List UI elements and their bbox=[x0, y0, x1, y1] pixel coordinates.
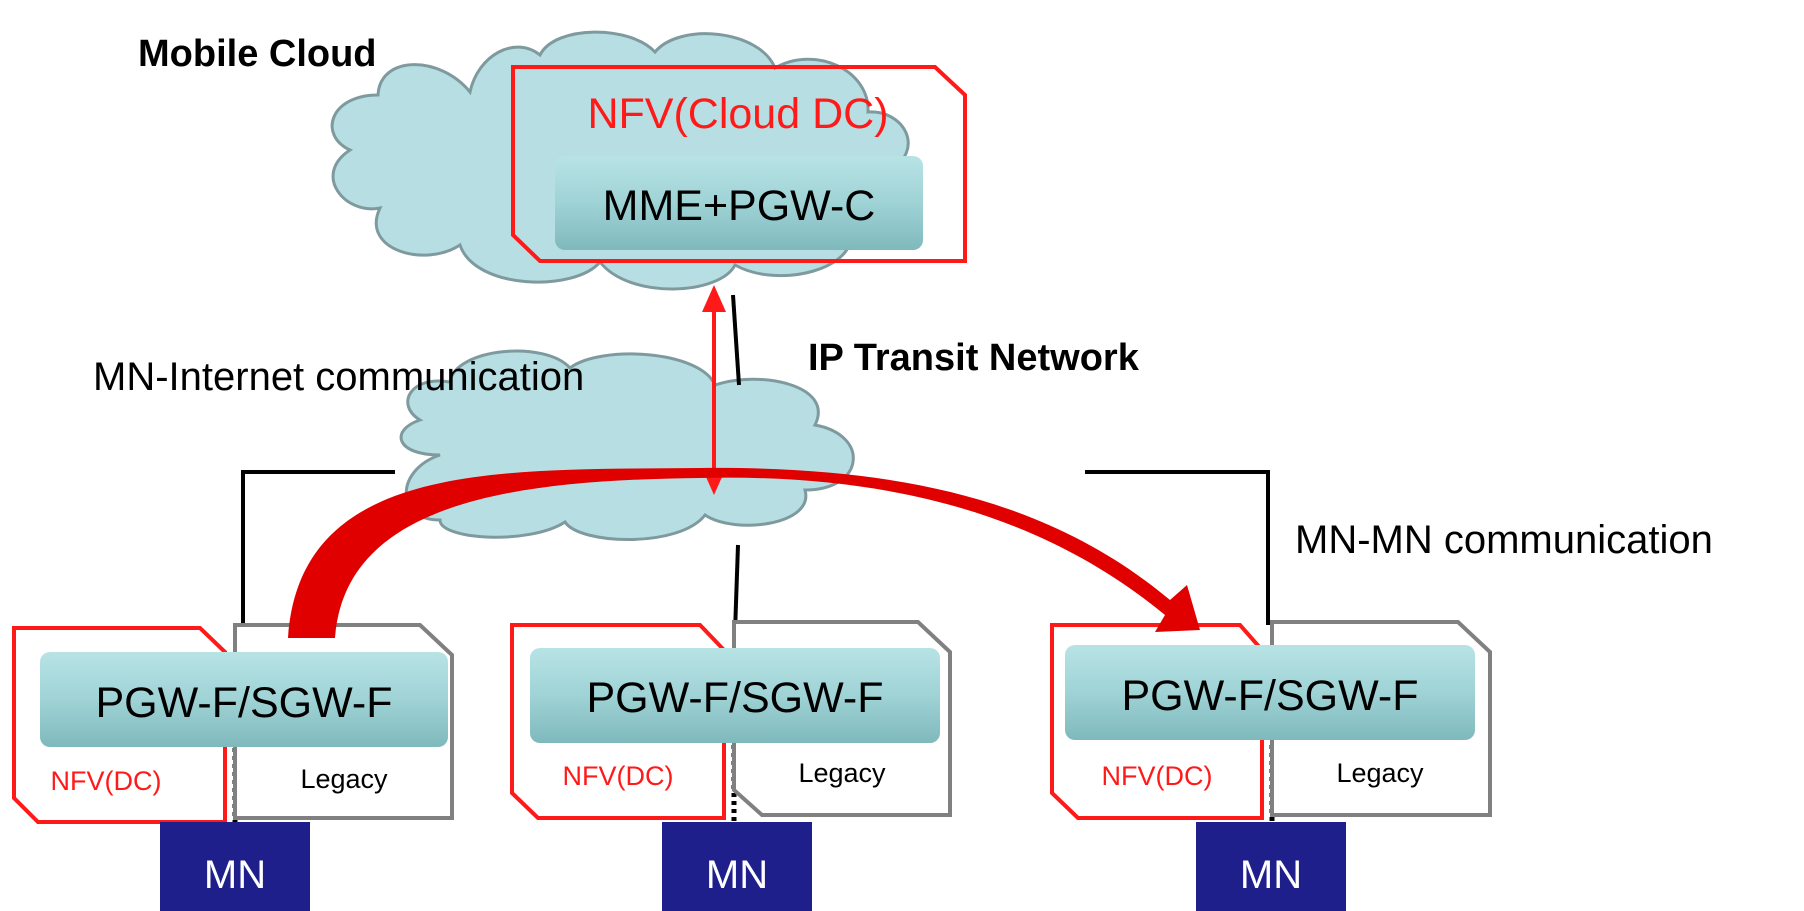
gateway-box bbox=[40, 652, 448, 747]
gateway-label: PGW-F/SGW-F bbox=[1122, 672, 1419, 720]
ip-transit-network-title: IP Transit Network bbox=[808, 337, 1140, 379]
legacy-label: Legacy bbox=[798, 758, 886, 788]
mn-box bbox=[160, 822, 310, 911]
site-right: PGW-F/SGW-F NFV(DC) Legacy MN bbox=[1050, 620, 1492, 911]
nfv-cloud-dc-label: NFV(Cloud DC) bbox=[587, 90, 888, 138]
mn-internet-communication-label: MN-Internet communication bbox=[93, 355, 584, 399]
mme-pgw-c-box: MME+PGW-C bbox=[555, 156, 923, 250]
link-center bbox=[733, 544, 740, 633]
mn-label: MN bbox=[1240, 853, 1302, 897]
network-links bbox=[241, 294, 1270, 633]
nfv-dc-box bbox=[1050, 623, 1264, 820]
nfv-dc-label: NFV(DC) bbox=[51, 766, 162, 796]
nfv-dc-box bbox=[510, 623, 726, 820]
gateway-box bbox=[530, 648, 940, 743]
legacy-label: Legacy bbox=[300, 764, 388, 794]
site-left: PGW-F/SGW-F NFV(DC) Legacy MN bbox=[12, 623, 454, 911]
legacy-label: Legacy bbox=[1336, 758, 1424, 788]
link-left bbox=[241, 470, 395, 628]
gateway-box bbox=[1065, 645, 1475, 740]
mn-label: MN bbox=[706, 853, 768, 897]
site-center: PGW-F/SGW-F NFV(DC) Legacy MN bbox=[510, 620, 952, 911]
mn-mn-arrow bbox=[288, 467, 1200, 638]
gateway-label: PGW-F/SGW-F bbox=[96, 679, 393, 727]
gateway-label: PGW-F/SGW-F bbox=[587, 674, 884, 722]
ip-transit-cloud bbox=[399, 349, 855, 541]
link-cloud-to-transit bbox=[731, 294, 741, 386]
mobile-cloud-title: Mobile Cloud bbox=[138, 33, 377, 75]
mn-label: MN bbox=[204, 853, 266, 897]
mn-box bbox=[1196, 822, 1346, 911]
mme-pgw-c-label: MME+PGW-C bbox=[603, 182, 876, 230]
nfv-dc-label: NFV(DC) bbox=[1102, 761, 1213, 791]
nfv-cloud-dc-box bbox=[511, 65, 967, 263]
nfv-dc-label: NFV(DC) bbox=[563, 761, 674, 791]
link-right bbox=[1085, 470, 1270, 625]
mn-box bbox=[662, 822, 812, 911]
mn-mn-communication-label: MN-MN communication bbox=[1295, 518, 1713, 562]
